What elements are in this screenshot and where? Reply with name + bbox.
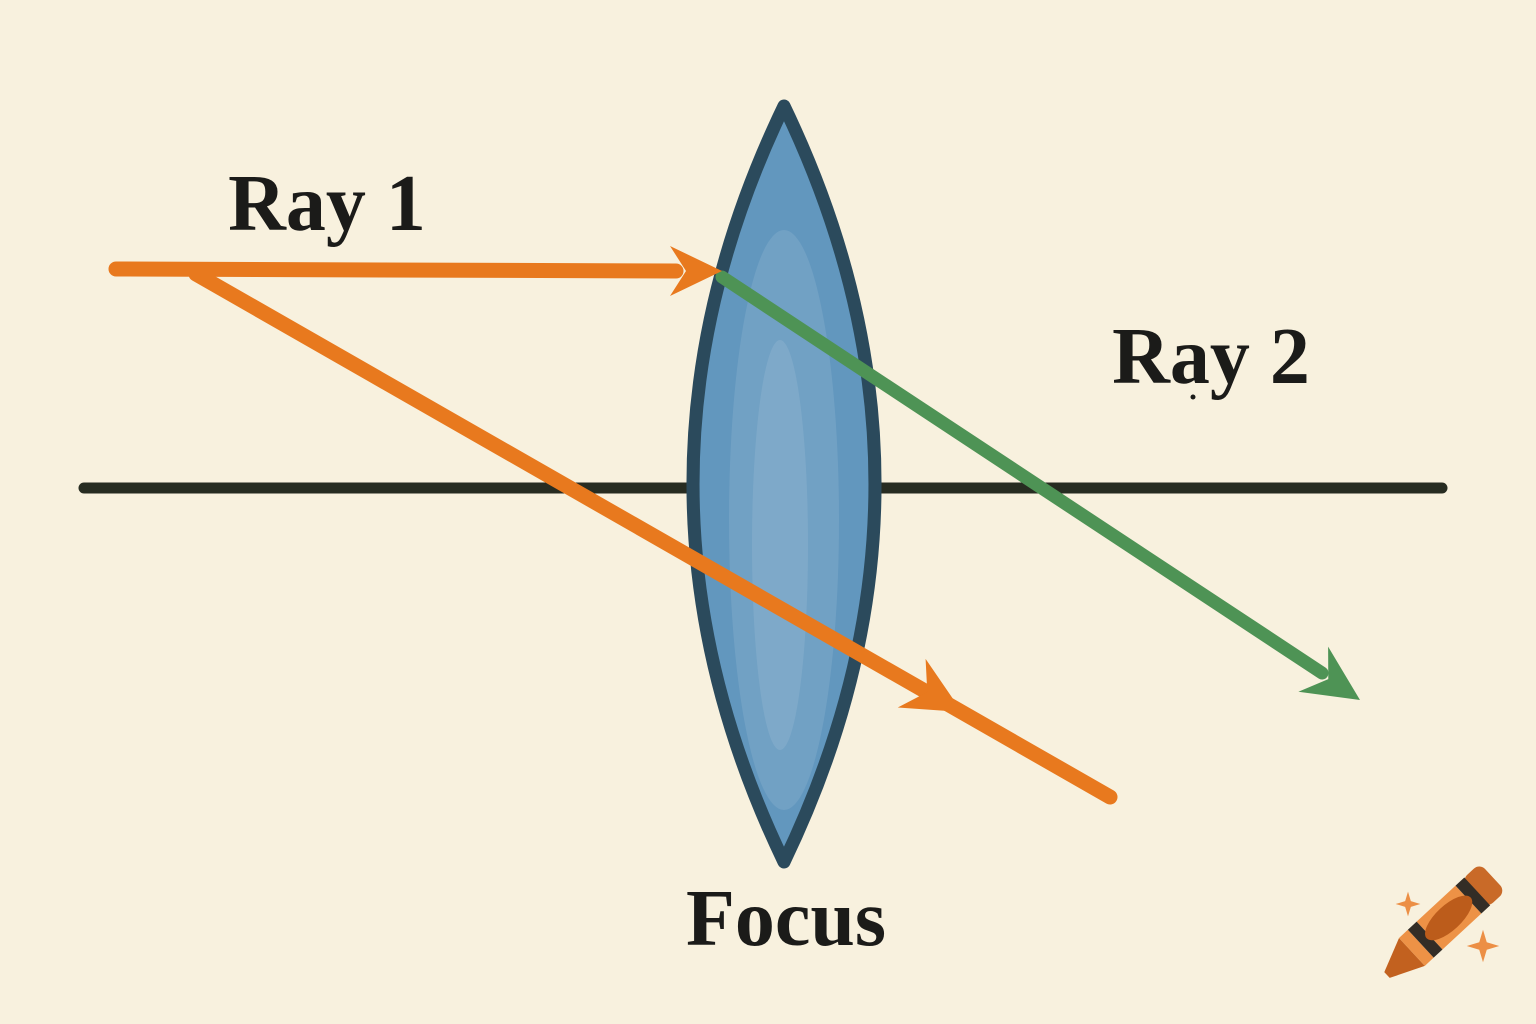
- lens-highlight-inner: [752, 340, 808, 750]
- ray1-line: [108, 261, 684, 279]
- sparkle-icon-right: [1466, 929, 1500, 963]
- crayon-stripe-lower: [1407, 921, 1443, 958]
- lens-highlight: [729, 230, 839, 810]
- crayon-tip: [1384, 937, 1425, 978]
- ray2-label: Ray 2: [1112, 313, 1310, 401]
- crayon-logo: [1384, 866, 1503, 978]
- ray1-label: Ray 1: [228, 160, 426, 248]
- crayon-stripe-upper: [1455, 877, 1491, 914]
- stray-ink-dot: [1190, 394, 1196, 400]
- sparkle-icon-left: [1395, 891, 1421, 917]
- crayon-icon: [1384, 866, 1503, 978]
- ray2-refracted-ray: [715, 270, 1360, 700]
- ray2-line: [715, 270, 1329, 680]
- ray2-arrowhead: [1298, 646, 1360, 700]
- oblique-orange-ray: [188, 266, 1118, 805]
- ray1-arrowhead: [670, 246, 722, 296]
- crayon-label-oval: [1425, 895, 1473, 941]
- focus-label: Focus: [686, 875, 886, 963]
- oblique-ray-arrowhead: [897, 658, 962, 712]
- crayon-end-cap: [1464, 866, 1503, 905]
- crayon-band: [1399, 929, 1434, 966]
- ray1-incident-ray: [108, 246, 722, 296]
